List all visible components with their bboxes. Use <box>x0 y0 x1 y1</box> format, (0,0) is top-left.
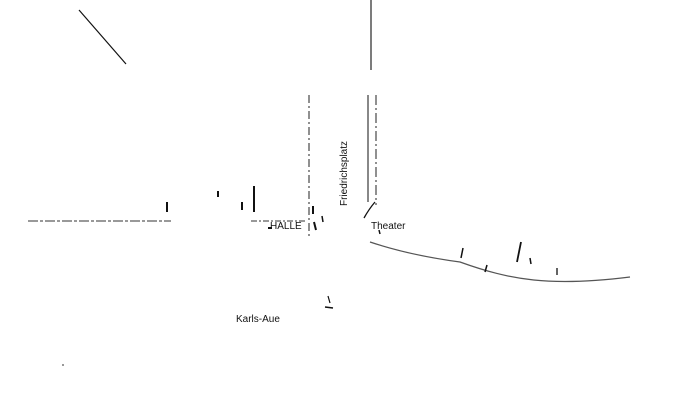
park-path-marker <box>327 295 331 304</box>
building-marker <box>313 221 317 231</box>
building-marker <box>529 257 532 265</box>
park-path-marker <box>324 306 334 309</box>
building-marker <box>378 229 381 235</box>
karls-aue-label: Karls-Aue <box>236 314 280 325</box>
theater-label: Theater <box>371 221 406 232</box>
diagonal-street-line <box>78 9 127 65</box>
building-marker <box>484 264 488 273</box>
building-marker <box>321 215 324 223</box>
halle-label: HALLE <box>270 221 302 232</box>
building-marker <box>516 241 522 263</box>
friedrichsplatz-label: Friedrichsplatz <box>339 140 350 206</box>
friedrichsplatz-curve <box>363 201 376 219</box>
building-marker <box>460 247 464 259</box>
river-line <box>369 241 631 283</box>
